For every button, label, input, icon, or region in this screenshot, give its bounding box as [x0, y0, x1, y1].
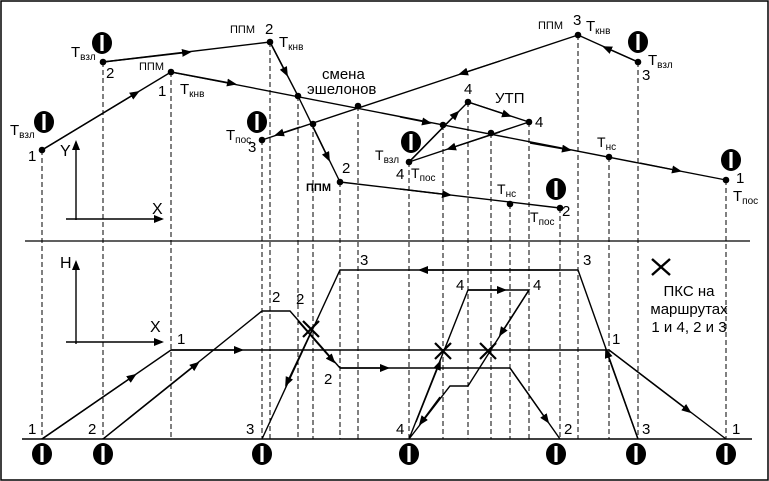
level-change-label: смена — [322, 66, 365, 83]
airfield-icon — [401, 131, 421, 153]
route-number: 3 — [246, 421, 254, 438]
tknv-label: Ткнв — [279, 34, 303, 53]
route-number: 2 — [562, 203, 570, 220]
tvzl-label: Твзл — [71, 44, 96, 63]
airfield-icon — [34, 111, 54, 133]
tns-label: Тнс — [597, 134, 616, 153]
profile-route-1 — [41, 346, 727, 440]
route-number: 4 — [464, 81, 472, 98]
profile-view: H X — [28, 252, 740, 465]
profile-route-3 — [261, 266, 639, 440]
route-number: 3 — [583, 252, 591, 269]
y-axis-label: Y — [60, 143, 71, 160]
ppm-label: ППМ — [230, 24, 255, 36]
legend-line: ПКС на — [664, 283, 716, 300]
route-number: 3 — [248, 139, 256, 156]
crossing-icon — [434, 342, 452, 360]
route-number: 2 — [324, 371, 332, 388]
profile-route-4 — [408, 286, 531, 440]
x-axis-label: X — [152, 201, 163, 218]
route-points — [38, 31, 730, 212]
route-number: 3 — [642, 67, 650, 84]
crossing-icon — [651, 258, 671, 276]
route-number: 4 — [396, 166, 404, 183]
route-number: 4 — [535, 114, 543, 131]
level-change-label: эшелонов — [307, 81, 376, 98]
route-number: 1 — [732, 421, 740, 438]
route-number: 2 — [272, 289, 280, 306]
route-number: 1 — [736, 170, 744, 187]
route-number: 2 — [106, 65, 114, 82]
route-number: 2 — [265, 21, 273, 38]
route-2 — [102, 41, 561, 209]
profile-route-2 — [102, 310, 561, 440]
route-number: 2 — [88, 421, 96, 438]
airfield-icon — [546, 178, 566, 200]
tpos-label: Тпос — [530, 209, 555, 228]
route-number: 4 — [456, 277, 464, 294]
route-number: 3 — [360, 252, 368, 269]
tns-label: Тнс — [497, 181, 516, 200]
route-number: 2 — [296, 291, 304, 308]
utp-label: УТП — [495, 90, 524, 107]
route-number: 1 — [612, 331, 620, 348]
ppm-label: ППМ — [139, 61, 164, 73]
route-number: 4 — [533, 277, 541, 294]
airfield-icon — [399, 443, 419, 465]
airfield-icon — [721, 149, 741, 171]
airfield-icon — [546, 443, 566, 465]
tknv-label: Ткнв — [586, 18, 610, 37]
airfield-icon — [32, 443, 52, 465]
airfield-icon — [93, 443, 113, 465]
tpos-label: Тпос — [411, 165, 436, 184]
route-1 — [41, 71, 727, 181]
plan-view: Y X — [10, 12, 758, 228]
route-number: 1 — [177, 331, 185, 348]
route-number: 3 — [642, 421, 650, 438]
route-number: 2 — [564, 421, 572, 438]
route-number: 2 — [342, 160, 350, 177]
tpos-label: Тпос — [733, 188, 758, 207]
airfield-icon — [628, 31, 648, 53]
tknv-label: Ткнв — [180, 81, 204, 100]
projection-lines — [41, 35, 727, 439]
tvzl-label: Твзл — [375, 147, 399, 166]
route-4 — [408, 101, 530, 163]
h-axis-label: H — [60, 255, 72, 272]
ppm-label: ППМ — [538, 20, 563, 32]
route-number: 3 — [573, 12, 581, 29]
crossing-icon — [479, 342, 497, 360]
legend-line: маршрутах — [650, 301, 728, 318]
route-number: 4 — [396, 421, 404, 438]
airfield-icon — [252, 443, 272, 465]
route-number: 1 — [28, 421, 36, 438]
x-axis-label: X — [150, 319, 161, 336]
route-number: 1 — [158, 83, 166, 100]
crossing-icon — [302, 320, 320, 338]
route-number: 1 — [28, 148, 36, 165]
airfield-icon — [626, 443, 646, 465]
airfield-icon — [247, 111, 267, 133]
tvzl-label: Твзл — [10, 122, 35, 141]
legend-line: 1 и 4, 2 и 3 — [651, 319, 726, 336]
tvzl-label: Твзл — [648, 52, 673, 71]
airfield-icon — [92, 32, 112, 54]
ppm-label: ППМ — [306, 182, 331, 194]
tpos-label: Тпос — [226, 127, 251, 146]
airfield-icon — [716, 443, 736, 465]
